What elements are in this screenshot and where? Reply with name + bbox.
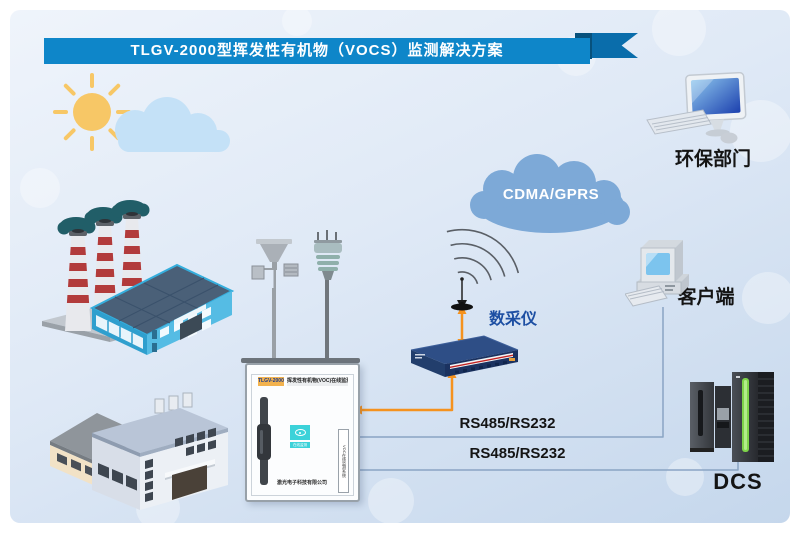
- cabinet-type-badge: 挥发性有机物(VOC)在线监测系统: [287, 377, 348, 386]
- page-title: TLGV-2000型挥发性有机物（VOCS）监测解决方案: [130, 42, 504, 59]
- cabinet-inner-frame: [251, 374, 354, 496]
- smoke-clouds: [57, 200, 150, 235]
- antenna-icon: [451, 277, 473, 311]
- sun-cloud-icon: [53, 73, 230, 152]
- cabinet-handle-highlight: [260, 430, 263, 454]
- cabinet-company-text: 激光电子科技有限公司: [276, 480, 327, 486]
- bokeh-circle: [368, 478, 414, 523]
- collector-label: 数采仪: [488, 311, 537, 328]
- bokeh-circle: [282, 10, 312, 36]
- dcs-server-icon: [690, 372, 774, 462]
- client-computer-icon: [625, 240, 689, 307]
- brand-logo-text: 在线监测: [290, 442, 310, 448]
- network-cloud: [470, 154, 630, 233]
- rs485-label-dcs: RS485/RS232: [469, 445, 566, 462]
- factory-illustration: [42, 200, 235, 355]
- cabinet-spec-strip: VOC在线监测系统: [338, 429, 349, 493]
- monitoring-cabinet: TLGV-2000型 挥发性有机物(VOC)在线监测系统 在线监测 VOC在线监…: [245, 363, 360, 502]
- env-dept-label: 环保部门: [674, 149, 751, 170]
- rs485-label-client: RS485/RS232: [459, 415, 556, 432]
- sampling-probe-icon: [251, 239, 299, 292]
- brand-eye-icon: [290, 425, 310, 440]
- env-dept-computer-icon: [646, 72, 747, 144]
- client-label: 客户端: [677, 287, 735, 308]
- chimney: [65, 229, 91, 331]
- dcs-label: DCS: [713, 469, 763, 494]
- ribbon-bar: [44, 38, 590, 64]
- factory-hall: [89, 263, 235, 355]
- probe-pole: [272, 288, 276, 363]
- weather-sensor-icon: [314, 230, 342, 280]
- cabinet-model-badge: TLGV-2000型: [258, 377, 284, 386]
- cloud-label: CDMA/GPRS: [502, 186, 600, 203]
- main-warehouse: [92, 392, 228, 510]
- bokeh-circle: [20, 168, 60, 208]
- warehouse-illustration: [50, 392, 228, 510]
- wireless-signal-icon: [446, 228, 520, 285]
- sensor-pole: [325, 280, 329, 362]
- bokeh-circle: [652, 10, 706, 56]
- gprs-router-icon: [410, 335, 519, 377]
- bokeh-circle: [742, 272, 790, 324]
- cabinet-top-bar: [241, 358, 360, 363]
